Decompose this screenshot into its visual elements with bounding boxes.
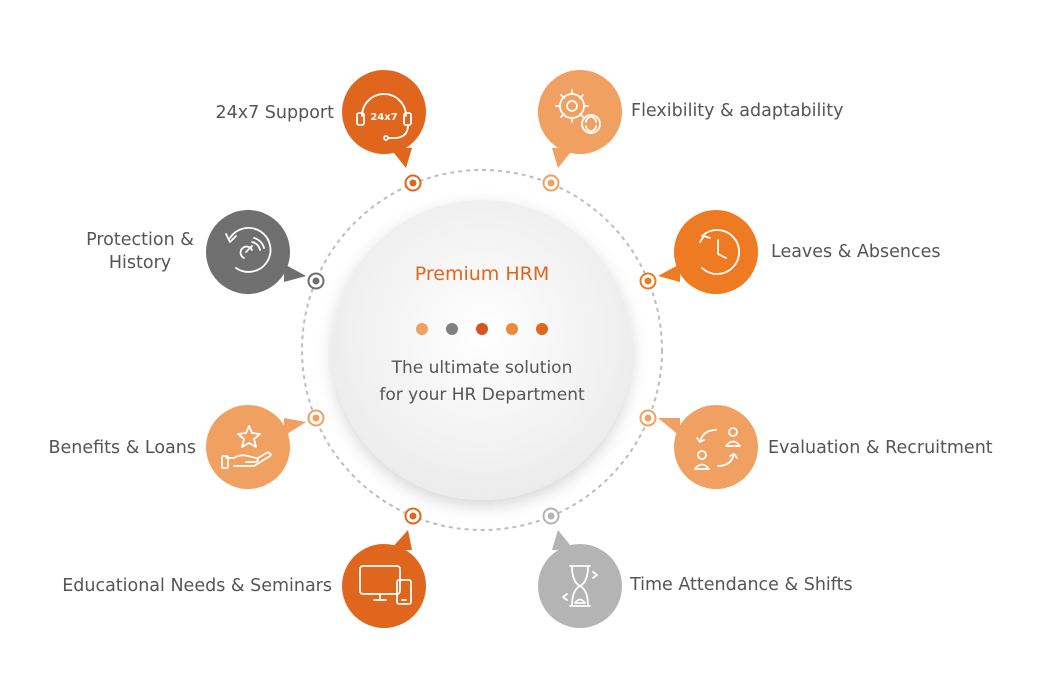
devices-icon xyxy=(359,565,412,605)
center-subtitle-line1: The ultimate solution xyxy=(391,358,573,378)
people-exchange-icon xyxy=(694,427,741,470)
center-subtitle-line2: for your HR Department xyxy=(379,385,585,405)
center-dot xyxy=(536,323,548,335)
headset-badge-text: 24x7 xyxy=(370,112,397,123)
label-benefits: Benefits & Loans xyxy=(48,438,197,458)
label-protection-line2: History xyxy=(108,253,172,273)
label-flexibility: Flexibility & adaptability xyxy=(631,101,844,121)
ring-marker xyxy=(404,174,422,192)
ring-marker xyxy=(307,272,325,290)
ring-marker xyxy=(404,507,422,525)
bubble-evaluation xyxy=(658,405,758,489)
gears-icon xyxy=(555,89,601,134)
ring-marker xyxy=(307,409,325,427)
bubble-educational xyxy=(342,530,426,628)
bubble-time-attendance xyxy=(538,530,622,628)
bubble-protection xyxy=(206,210,306,294)
ring-marker xyxy=(542,174,560,192)
history-icon xyxy=(225,227,272,273)
label-protection: Protection & History xyxy=(80,229,200,275)
center-title: Premium HRM xyxy=(414,263,550,285)
bubble-flexibility xyxy=(538,70,622,168)
headset-icon xyxy=(356,93,412,141)
label-time-attendance: Time Attendance & Shifts xyxy=(630,575,853,595)
hourglass-icon xyxy=(562,565,598,607)
label-evaluation: Evaluation & Recruitment xyxy=(768,438,993,458)
clock-icon xyxy=(699,229,740,275)
label-protection-line1: Protection & xyxy=(86,230,194,250)
star-hand-icon xyxy=(221,425,272,469)
bubble-leaves xyxy=(658,210,758,294)
center-dots xyxy=(416,323,548,335)
ring-marker xyxy=(639,272,657,290)
center-subtitle: The ultimate solution for your HR Depart… xyxy=(332,355,632,409)
label-24x7-support: 24x7 Support xyxy=(215,103,334,123)
ring-marker xyxy=(542,507,560,525)
center-disk xyxy=(332,200,632,500)
center-dot xyxy=(446,323,458,335)
label-leaves: Leaves & Absences xyxy=(771,242,941,262)
dashed-ring xyxy=(301,169,663,531)
ring-marker xyxy=(639,409,657,427)
label-educational: Educational Needs & Seminars xyxy=(62,576,332,596)
center-dot xyxy=(416,323,428,335)
center-dot xyxy=(506,323,518,335)
ring-markers xyxy=(307,174,657,525)
center-dot xyxy=(476,323,488,335)
